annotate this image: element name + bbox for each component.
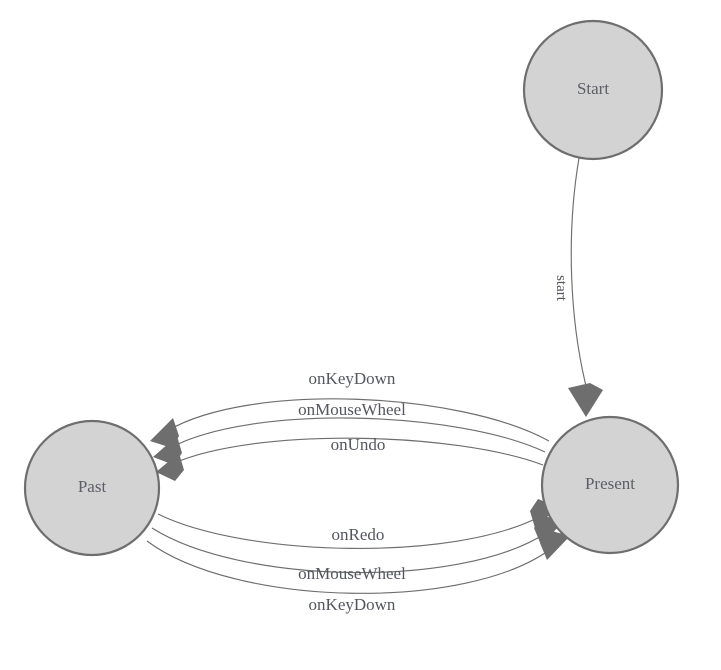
edge-path-present-past-mousewheel	[169, 417, 546, 453]
edge-label-start: start	[553, 275, 569, 302]
edge-start-to-present[interactable]: start	[553, 157, 603, 417]
edge-present-to-past-onundo[interactable]: onUndo	[156, 435, 544, 481]
edge-present-to-past-onmousewheel[interactable]: onMouseWheel	[153, 400, 546, 465]
edge-label-past-present-mousewheel: onMouseWheel	[298, 564, 406, 583]
edge-label-present-past-mousewheel: onMouseWheel	[298, 400, 406, 419]
edge-label-past-present-keydown: onKeyDown	[309, 595, 396, 614]
edge-present-to-past-onkeydown[interactable]: onKeyDown	[150, 369, 550, 448]
edge-path-past-present-keydown	[146, 540, 553, 594]
arrowhead-past-present-keydown	[540, 530, 570, 560]
node-present-circle	[540, 415, 680, 555]
node-past[interactable]: Past	[23, 419, 161, 557]
arrowhead-present-past-keydown	[150, 418, 179, 448]
node-start[interactable]: Start	[522, 19, 664, 161]
edge-past-to-present-onredo[interactable]: onRedo	[157, 499, 558, 549]
node-present[interactable]: Present	[540, 415, 680, 555]
edge-label-past-present-redo: onRedo	[332, 525, 385, 544]
node-start-label: Start	[577, 79, 609, 98]
node-present-label: Present	[585, 474, 635, 493]
node-past-circle	[23, 419, 161, 557]
arrowhead-start-present	[568, 383, 603, 417]
edge-label-present-past-keydown: onKeyDown	[309, 369, 396, 388]
node-past-label: Past	[78, 477, 107, 496]
edge-path-present-past-undo	[171, 437, 544, 466]
edge-past-to-present-onkeydown[interactable]: onKeyDown	[146, 530, 570, 614]
edge-label-present-past-undo: onUndo	[331, 435, 386, 454]
edge-path-start-present	[570, 157, 587, 387]
edge-path-past-present-mousewheel	[151, 527, 547, 574]
edge-path-present-past-keydown	[166, 398, 550, 442]
arrowhead-present-past-undo	[156, 453, 184, 481]
edge-path-past-present-redo	[157, 513, 542, 549]
node-start-circle	[522, 19, 664, 161]
